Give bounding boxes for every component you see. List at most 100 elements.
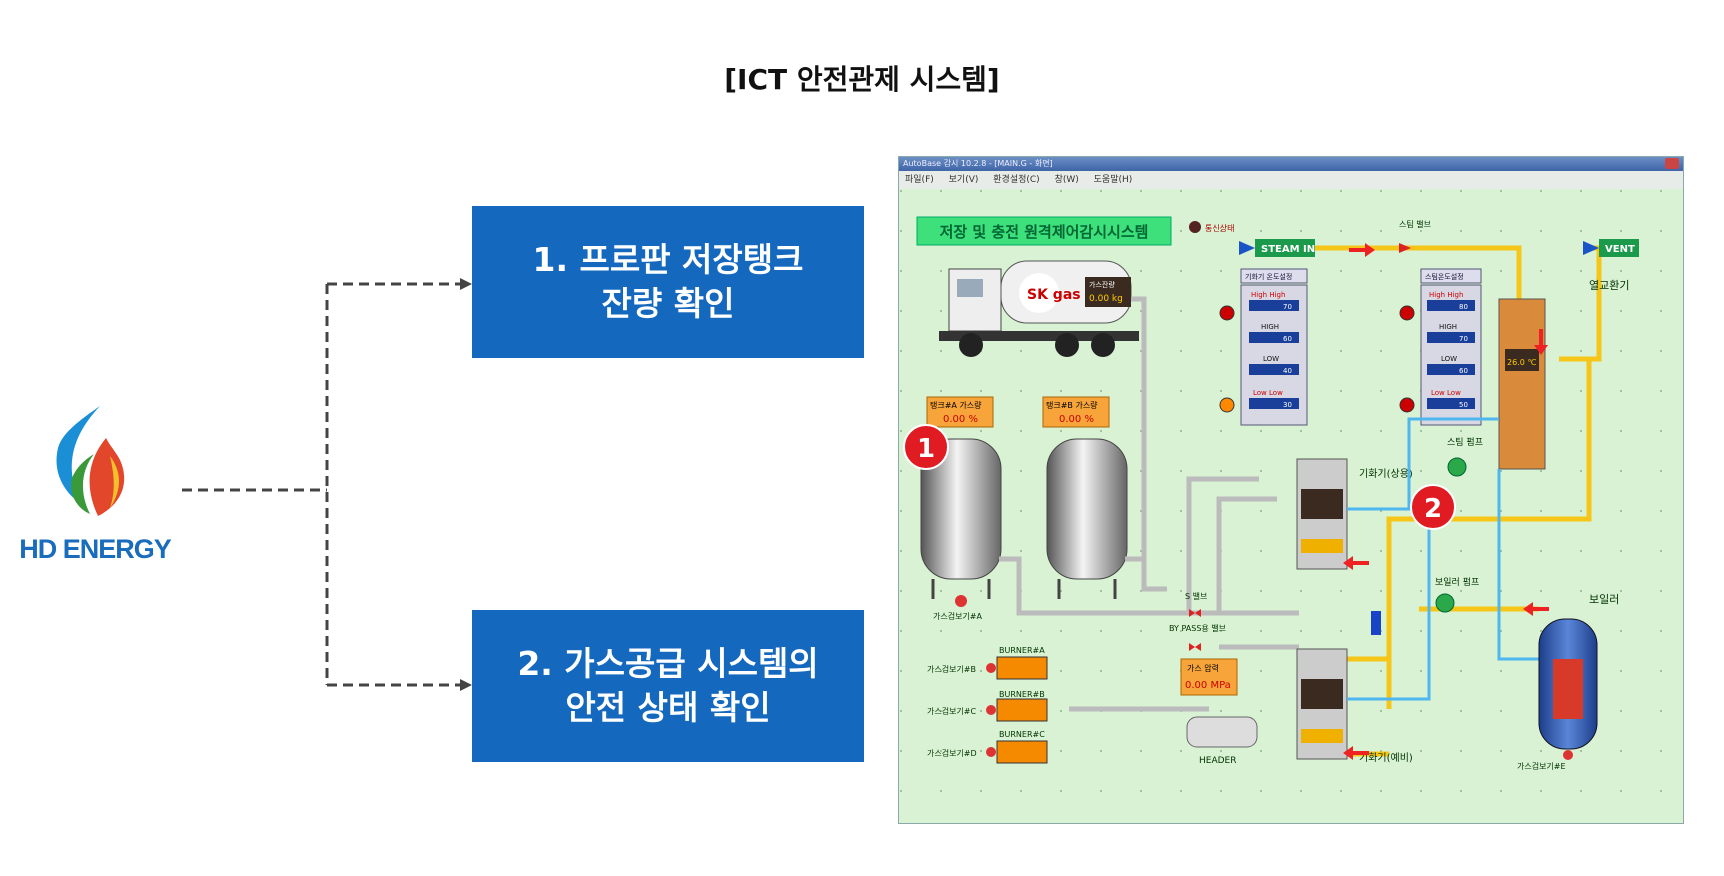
heat-exchanger-label: 열교환기 bbox=[1589, 279, 1629, 292]
tank-a-value: 0.00 % bbox=[943, 414, 978, 425]
alarm-lamp-icon bbox=[1399, 305, 1415, 321]
hmi-titlebar: AutoBase 감시 10.2.8 - [MAIN.G - 화면] bbox=[899, 157, 1683, 171]
steam-pump-icon bbox=[1447, 457, 1467, 477]
burner-b-label: BURNER#B bbox=[999, 690, 1045, 699]
gas-supply-safety-box: 2. 가스공급 시스템의 안전 상태 확인 bbox=[472, 610, 864, 762]
arrow-head-icon bbox=[460, 278, 472, 290]
gas-detector-d-label: 가스검보기#D bbox=[927, 748, 977, 758]
arrow-head-icon bbox=[460, 679, 472, 691]
boiler-icon bbox=[1538, 618, 1598, 760]
tank-b-label: 탱크#B 가스량 bbox=[1046, 400, 1098, 410]
menu-view[interactable]: 보기(V) bbox=[948, 175, 979, 185]
gas-detector-b-label: 가스검보기#B bbox=[927, 664, 976, 674]
svg-text:1: 1 bbox=[917, 434, 935, 464]
boiler-pump-label: 보일러 펌프 bbox=[1435, 576, 1479, 588]
boiler-pump-icon bbox=[1435, 593, 1455, 613]
hmi-menubar: 파일(F) 보기(V) 환경설정(C) 창(W) 도움말(H) bbox=[899, 171, 1683, 189]
svg-text:40: 40 bbox=[1283, 367, 1292, 375]
boiler-label: 보일러 bbox=[1589, 592, 1619, 606]
menu-window[interactable]: 창(W) bbox=[1054, 175, 1079, 185]
callout-1: 1 bbox=[903, 424, 949, 470]
svg-text:Low Low: Low Low bbox=[1431, 389, 1461, 397]
svg-text:70: 70 bbox=[1459, 335, 1468, 343]
gas-detector-c-label: 가스검보기#C bbox=[927, 706, 977, 716]
system-title: 저장 및 충전 원격제어감시시스템 bbox=[940, 223, 1149, 241]
gas-remaining-value: 0.00 kg bbox=[1089, 294, 1123, 304]
logo-text: HD ENERGY bbox=[19, 534, 172, 564]
heat-temp-value: 26.0 ℃ bbox=[1507, 358, 1536, 367]
burner-icon bbox=[986, 656, 1048, 764]
alarm-lamp-icon bbox=[1399, 397, 1415, 413]
steam-in-label: STEAM IN bbox=[1261, 244, 1315, 255]
steam-valve-label: 스팀 밸브 bbox=[1399, 219, 1431, 229]
box-line: 잔량 확인 bbox=[601, 284, 735, 323]
callout-2: 2 bbox=[1410, 484, 1456, 530]
storage-tank-check-box: 1. 프로판 저장탱크 잔량 확인 bbox=[472, 206, 864, 358]
steam-temp-panel: 스팀온도설정 High High 80 HIGH 70 LOW 60 Low L… bbox=[1420, 268, 1482, 426]
svg-text:Low Low: Low Low bbox=[1253, 389, 1283, 397]
gas-detector-e-label: 가스검보기#E bbox=[1517, 761, 1566, 771]
svg-text:30: 30 bbox=[1283, 401, 1292, 409]
heat-exchanger-icon: 26.0 ℃ bbox=[1498, 298, 1546, 470]
bypass-valve-label: BY PASS용 밸브 bbox=[1169, 623, 1226, 633]
hmi-screen: AutoBase 감시 10.2.8 - [MAIN.G - 화면] 파일(F)… bbox=[898, 156, 1684, 824]
gas-detector-a-label: 가스검보기#A bbox=[933, 611, 983, 621]
arrow-icon bbox=[1343, 746, 1369, 760]
arrow-icon bbox=[1343, 556, 1369, 570]
gas-pressure-label: 가스 압력 bbox=[1187, 663, 1219, 673]
gas-remaining-label: 가스잔량 bbox=[1089, 280, 1115, 289]
flame-logo-icon bbox=[56, 406, 125, 516]
box-line: 1. 프로판 저장탱크 bbox=[532, 240, 804, 279]
hd-energy-logo: HD ENERGY bbox=[10, 398, 180, 578]
arrow-icon bbox=[1523, 602, 1549, 616]
process-diagram: 저장 및 충전 원격제어감시시스템 통신상태 SK gas 가스잔량 0.00 … bbox=[899, 189, 1683, 823]
valve-icon bbox=[1399, 243, 1411, 253]
header-label: HEADER bbox=[1199, 756, 1236, 766]
alarm-lamp-icon bbox=[1219, 397, 1235, 413]
gas-pressure-value: 0.00 MPa bbox=[1185, 680, 1231, 691]
menu-settings[interactable]: 환경설정(C) bbox=[993, 175, 1040, 185]
svg-text:스팀온도설정: 스팀온도설정 bbox=[1425, 272, 1464, 281]
svg-text:High High: High High bbox=[1251, 291, 1285, 299]
vent-label: VENT bbox=[1605, 244, 1635, 255]
box-line: 안전 상태 확인 bbox=[565, 688, 771, 727]
svg-text:60: 60 bbox=[1459, 367, 1468, 375]
menu-help[interactable]: 도움말(H) bbox=[1093, 175, 1133, 185]
comm-status-label: 통신상태 bbox=[1205, 223, 1234, 233]
svg-text:70: 70 bbox=[1283, 303, 1292, 311]
svg-text:LOW: LOW bbox=[1263, 355, 1279, 363]
s-valve-label: S 밸브 bbox=[1185, 591, 1207, 601]
vaporizer-main-label: 기화기(상용) bbox=[1359, 468, 1413, 480]
svg-text:기화기 온도설정: 기화기 온도설정 bbox=[1245, 272, 1292, 281]
comm-status-icon bbox=[1189, 221, 1201, 233]
valve-icon bbox=[1189, 643, 1201, 651]
svg-text:LOW: LOW bbox=[1441, 355, 1457, 363]
tanker-truck-icon: SK gas bbox=[939, 260, 1139, 357]
alarm-lamp-icon bbox=[1219, 305, 1235, 321]
sk-logo: SK gas bbox=[1027, 287, 1081, 303]
vaporizer-temp-panel: 기화기 온도설정 High High 70 HIGH 60 LOW 40 Low… bbox=[1240, 268, 1308, 426]
tank-b-value: 0.00 % bbox=[1059, 414, 1094, 425]
vaporizer-spare-label: 기화기(예비) bbox=[1359, 752, 1413, 764]
menu-file[interactable]: 파일(F) bbox=[905, 175, 934, 185]
arrow-icon bbox=[1583, 241, 1599, 255]
svg-text:80: 80 bbox=[1459, 303, 1468, 311]
vaporizer-main-icon bbox=[1296, 458, 1348, 570]
flow-connector bbox=[182, 278, 472, 691]
svg-text:High High: High High bbox=[1429, 291, 1463, 299]
svg-text:50: 50 bbox=[1459, 401, 1468, 409]
storage-tank-b bbox=[1046, 438, 1128, 599]
arrow-icon bbox=[1534, 329, 1548, 355]
tank-a-label: 탱크#A 가스량 bbox=[930, 400, 982, 410]
steam-pump-label: 스팀 펌프 bbox=[1447, 436, 1483, 448]
close-icon[interactable] bbox=[1665, 158, 1679, 169]
box-line: 2. 가스공급 시스템의 bbox=[517, 644, 819, 683]
arrow-icon bbox=[1239, 241, 1255, 255]
burner-c-label: BURNER#C bbox=[999, 730, 1045, 739]
svg-text:2: 2 bbox=[1424, 494, 1442, 524]
arrow-icon bbox=[1349, 243, 1375, 257]
svg-text:HIGH: HIGH bbox=[1261, 323, 1279, 331]
page-title: [ICT 안전관제 시스템] bbox=[724, 63, 1000, 96]
valve-icon bbox=[1189, 609, 1201, 617]
svg-text:60: 60 bbox=[1283, 335, 1292, 343]
